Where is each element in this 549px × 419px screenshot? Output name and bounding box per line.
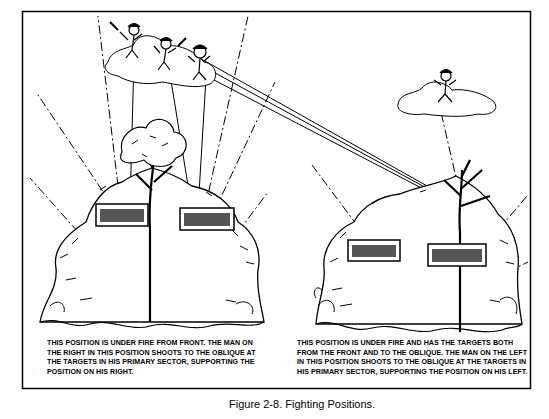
soldier-body [154, 46, 176, 70]
fighting-position-right [314, 160, 522, 332]
rifle [178, 38, 186, 46]
soldier-head [194, 46, 206, 58]
sandbag-mound [40, 168, 264, 322]
caption-note: THIS POSITION IS UNDER FIRE AND HAS THE … [297, 339, 533, 377]
soldier-figure [154, 38, 186, 71]
sandbag-mound [316, 176, 522, 324]
soldier-helmet [193, 45, 207, 49]
soldier-figure [188, 45, 210, 80]
shrub [314, 288, 517, 314]
hatching [330, 190, 514, 306]
ground-line [40, 320, 264, 327]
soldier-body [120, 32, 142, 58]
soldier-helmet [160, 38, 172, 42]
hatching [60, 186, 254, 302]
sector-line [205, 16, 248, 208]
shrub [50, 302, 253, 314]
figure-border [23, 12, 531, 389]
ground-line [316, 323, 522, 332]
aperture-shadow [184, 213, 230, 226]
firing-aperture [96, 204, 148, 226]
fire-line [196, 56, 452, 200]
aperture-shadow [432, 249, 482, 262]
tree-trunk [136, 150, 172, 322]
fighting-position-left [40, 119, 264, 327]
aperture-shadow [100, 209, 144, 222]
soldier-helmet [440, 70, 452, 74]
sector-line [30, 178, 78, 232]
soldier-figure [434, 70, 456, 103]
terrain-patch [105, 36, 215, 87]
sector-line [98, 16, 120, 203]
firing-aperture [180, 208, 234, 230]
firing-aperture [348, 240, 400, 261]
tree-canopy [120, 119, 186, 166]
enemy-soldiers-left [110, 22, 210, 80]
soldier-helmet [128, 24, 140, 28]
sector-line [36, 92, 112, 205]
aperture-shadow [352, 245, 396, 257]
caption-note: THIS POSITION IS UNDER FIRE FROM FRONT. … [47, 339, 269, 377]
rifle [110, 22, 118, 30]
soldier-figure [110, 22, 142, 58]
figure-caption: Figure 2-8. Fighting Positions. [229, 398, 375, 410]
soldier-body [434, 80, 456, 102]
firing-aperture [428, 244, 486, 266]
soldier-body [188, 56, 210, 80]
hatching [132, 136, 168, 157]
fire-line [206, 68, 454, 203]
terrain-patch [398, 82, 496, 116]
